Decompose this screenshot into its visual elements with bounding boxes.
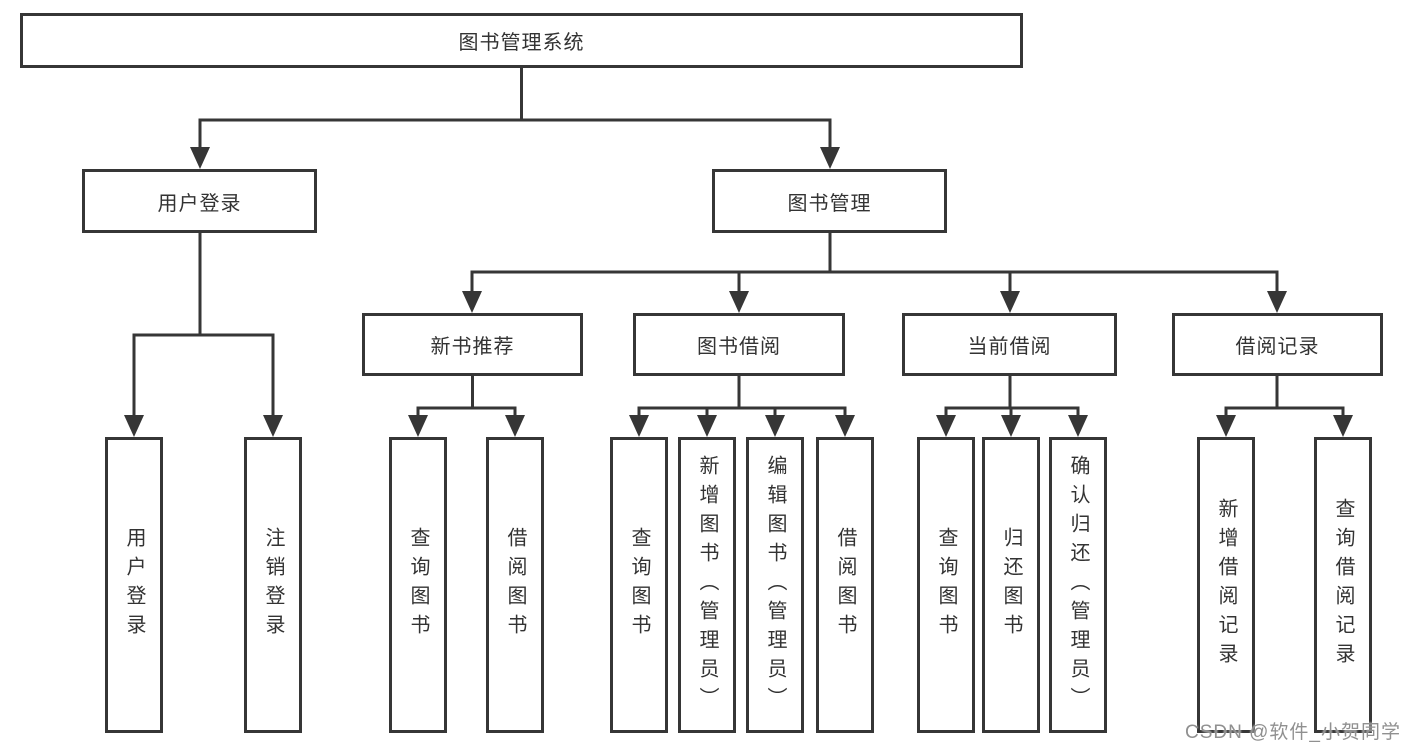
leaf-add-borrow-record: 新增借阅记录 [1197,437,1255,733]
node-root: 图书管理系统 [20,13,1023,68]
leaf-logout: 注销登录 [244,437,302,733]
leaf-query-books-current: 查询图书 [917,437,975,733]
leaf-borrow-books: 借阅图书 [816,437,874,733]
leaf-user-login: 用户登录 [105,437,163,733]
leaf-query-books-recommend: 查询图书 [389,437,447,733]
node-book-borrowing: 图书借阅 [633,313,845,376]
leaf-query-borrow-record: 查询借阅记录 [1314,437,1372,733]
csdn-watermark: CSDN @软件_小贺同学 [1185,722,1401,743]
leaf-confirm-return-admin: 确认归还（管理员） [1049,437,1107,733]
node-current-borrowing: 当前借阅 [902,313,1117,376]
leaf-return-books: 归还图书 [982,437,1040,733]
leaf-borrow-books-recommend: 借阅图书 [486,437,544,733]
node-user-login: 用户登录 [82,169,317,233]
leaf-add-books-admin: 新增图书（管理员） [678,437,736,733]
leaf-edit-books-admin: 编辑图书（管理员） [746,437,804,733]
node-book-management: 图书管理 [712,169,947,233]
arrowheads [124,147,1353,437]
leaf-query-books-borrowing: 查询图书 [610,437,668,733]
node-new-book-recommend: 新书推荐 [362,313,583,376]
node-borrowing-records: 借阅记录 [1172,313,1383,376]
